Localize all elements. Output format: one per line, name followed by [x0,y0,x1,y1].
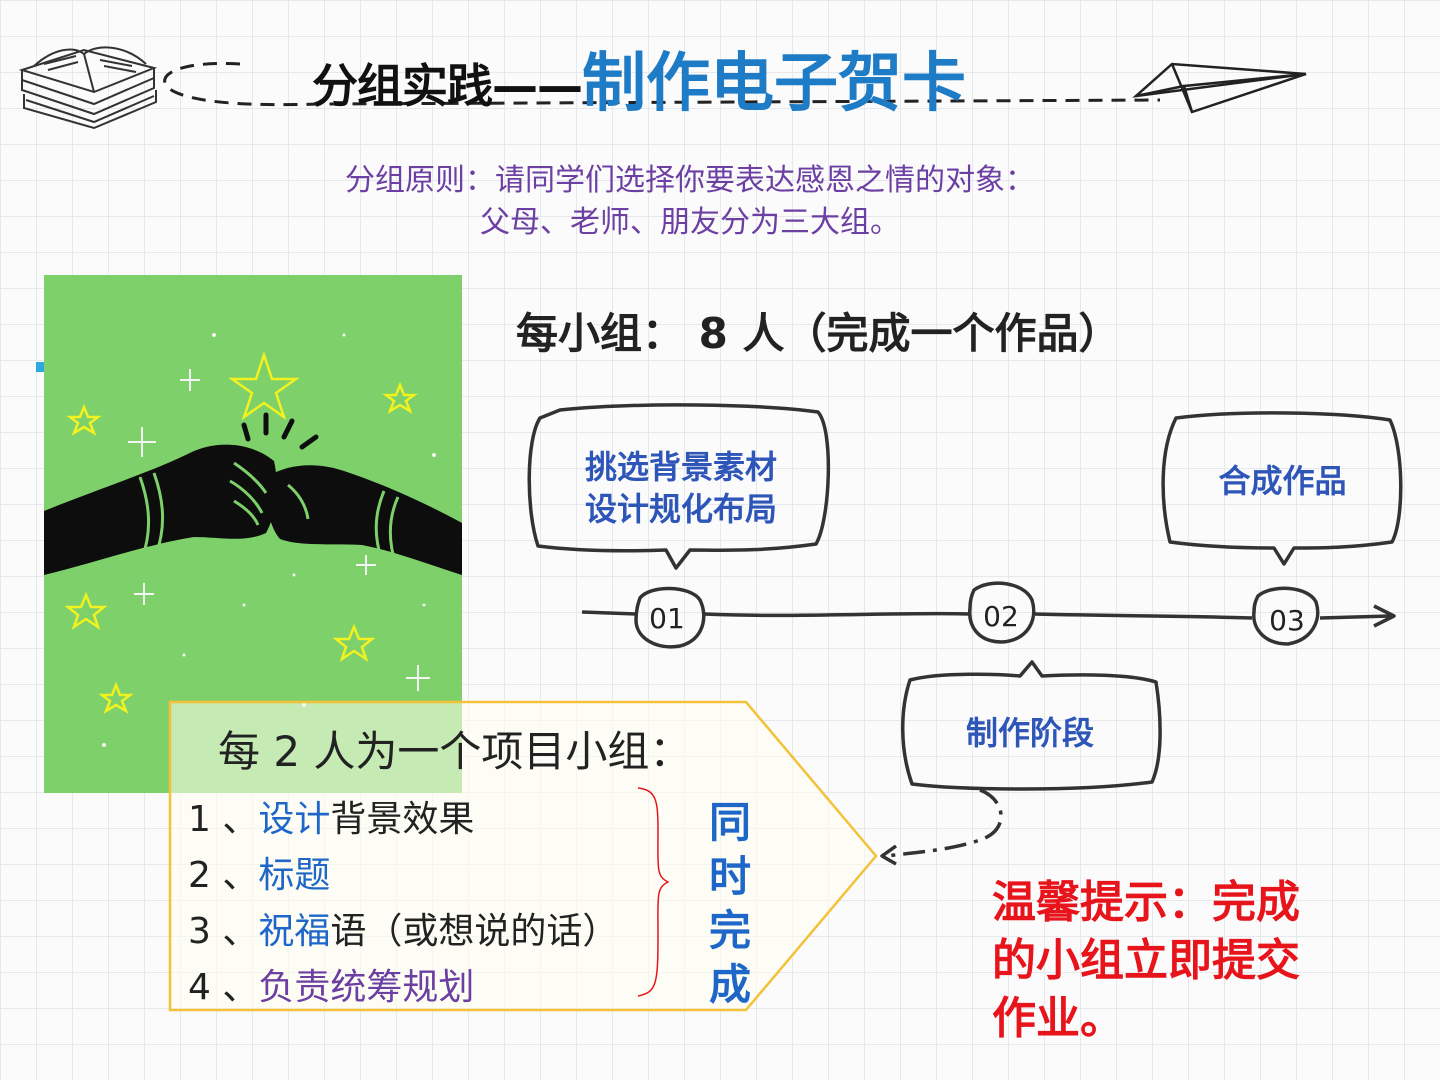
task-item: 4 、负责统筹规划 [188,958,474,1010]
step2-circle [968,581,1036,644]
title-main: 制作电子贺卡 [582,47,966,121]
star [332,623,376,663]
task-highlight: 设计 [258,799,331,840]
plane-icon [1132,62,1307,114]
star [382,381,418,414]
step2-label: 制作阶段 [965,714,1094,752]
task-item: 1 、设计背景效果 [188,790,474,842]
step3-label: 合成作品 [1218,462,1347,500]
grouping-principle: 分组原则：请同学们选择你要表达感恩之情的对象： 父母、老师、朋友分为三大组。 [180,160,1200,244]
task-item: 2 、标题 [188,846,330,898]
timeline-arrowhead [1373,604,1396,628]
step1-circle [634,586,706,649]
step2-bubble [900,660,1162,791]
right-arm [267,465,462,575]
connector-arrowhead [880,844,898,866]
step1-label-line2: 设计规化布局 [584,490,777,528]
task-highlight: 祝福 [258,911,331,952]
title-prefix: 分组实践—— [312,59,583,113]
star [228,351,300,421]
step1-bubble [527,403,831,570]
simultaneous-char: 同 [708,798,751,847]
star [66,403,102,436]
step2-number: 02 [983,600,1019,633]
project-group-title: 每 2 人为一个项目小组： [218,727,692,776]
right-brace [637,787,670,997]
warm-tip: 温馨提示：完成的小组立即提交作业。 [992,877,1300,1044]
task-highlight: 标题 [258,855,331,896]
step3-number: 03 [1269,604,1305,637]
simultaneous-char: 完 [708,906,751,955]
bullet-marker [36,362,46,372]
step3-circle [1252,586,1320,646]
principle-line-2: 父母、老师、朋友分为三大组。 [480,205,900,240]
task-item: 3 、祝福语（或想说的话） [188,902,618,954]
task-number: 3 、 [188,911,259,952]
step1-label-line1: 挑选背景素材 [584,448,777,486]
simultaneous-char: 成 [708,960,751,1009]
connector-dashed-arrow [885,788,1003,858]
book-icon [18,46,158,130]
simultaneous-label: 同 时 完 成 [700,796,760,1012]
task-highlight: 负责统筹规划 [258,967,475,1008]
left-arm [44,444,277,575]
task-rest: 背景效果 [330,799,475,840]
step1-label: 挑选背景素材 设计规化布局 [536,446,826,530]
group-size-heading: 每小组： 8 人（完成一个作品） [516,309,1121,358]
step1-number: 01 [649,602,685,635]
task-number: 4 、 [188,967,259,1008]
task-rest: 语（或想说的话） [330,911,619,952]
task-number: 1 、 [188,799,259,840]
project-group-panel [168,700,878,1012]
header-dashed-line [163,61,1161,107]
task-number: 2 、 [188,855,259,896]
principle-line-1: 分组原则：请同学们选择你要表达感恩之情的对象： [345,163,1035,198]
simultaneous-char: 时 [708,852,751,901]
step3-bubble [1161,411,1403,566]
star [98,681,134,714]
star [64,591,108,631]
timeline-line [581,610,1391,620]
page-title: 分组实践—— 制作电子贺卡 [312,36,966,116]
